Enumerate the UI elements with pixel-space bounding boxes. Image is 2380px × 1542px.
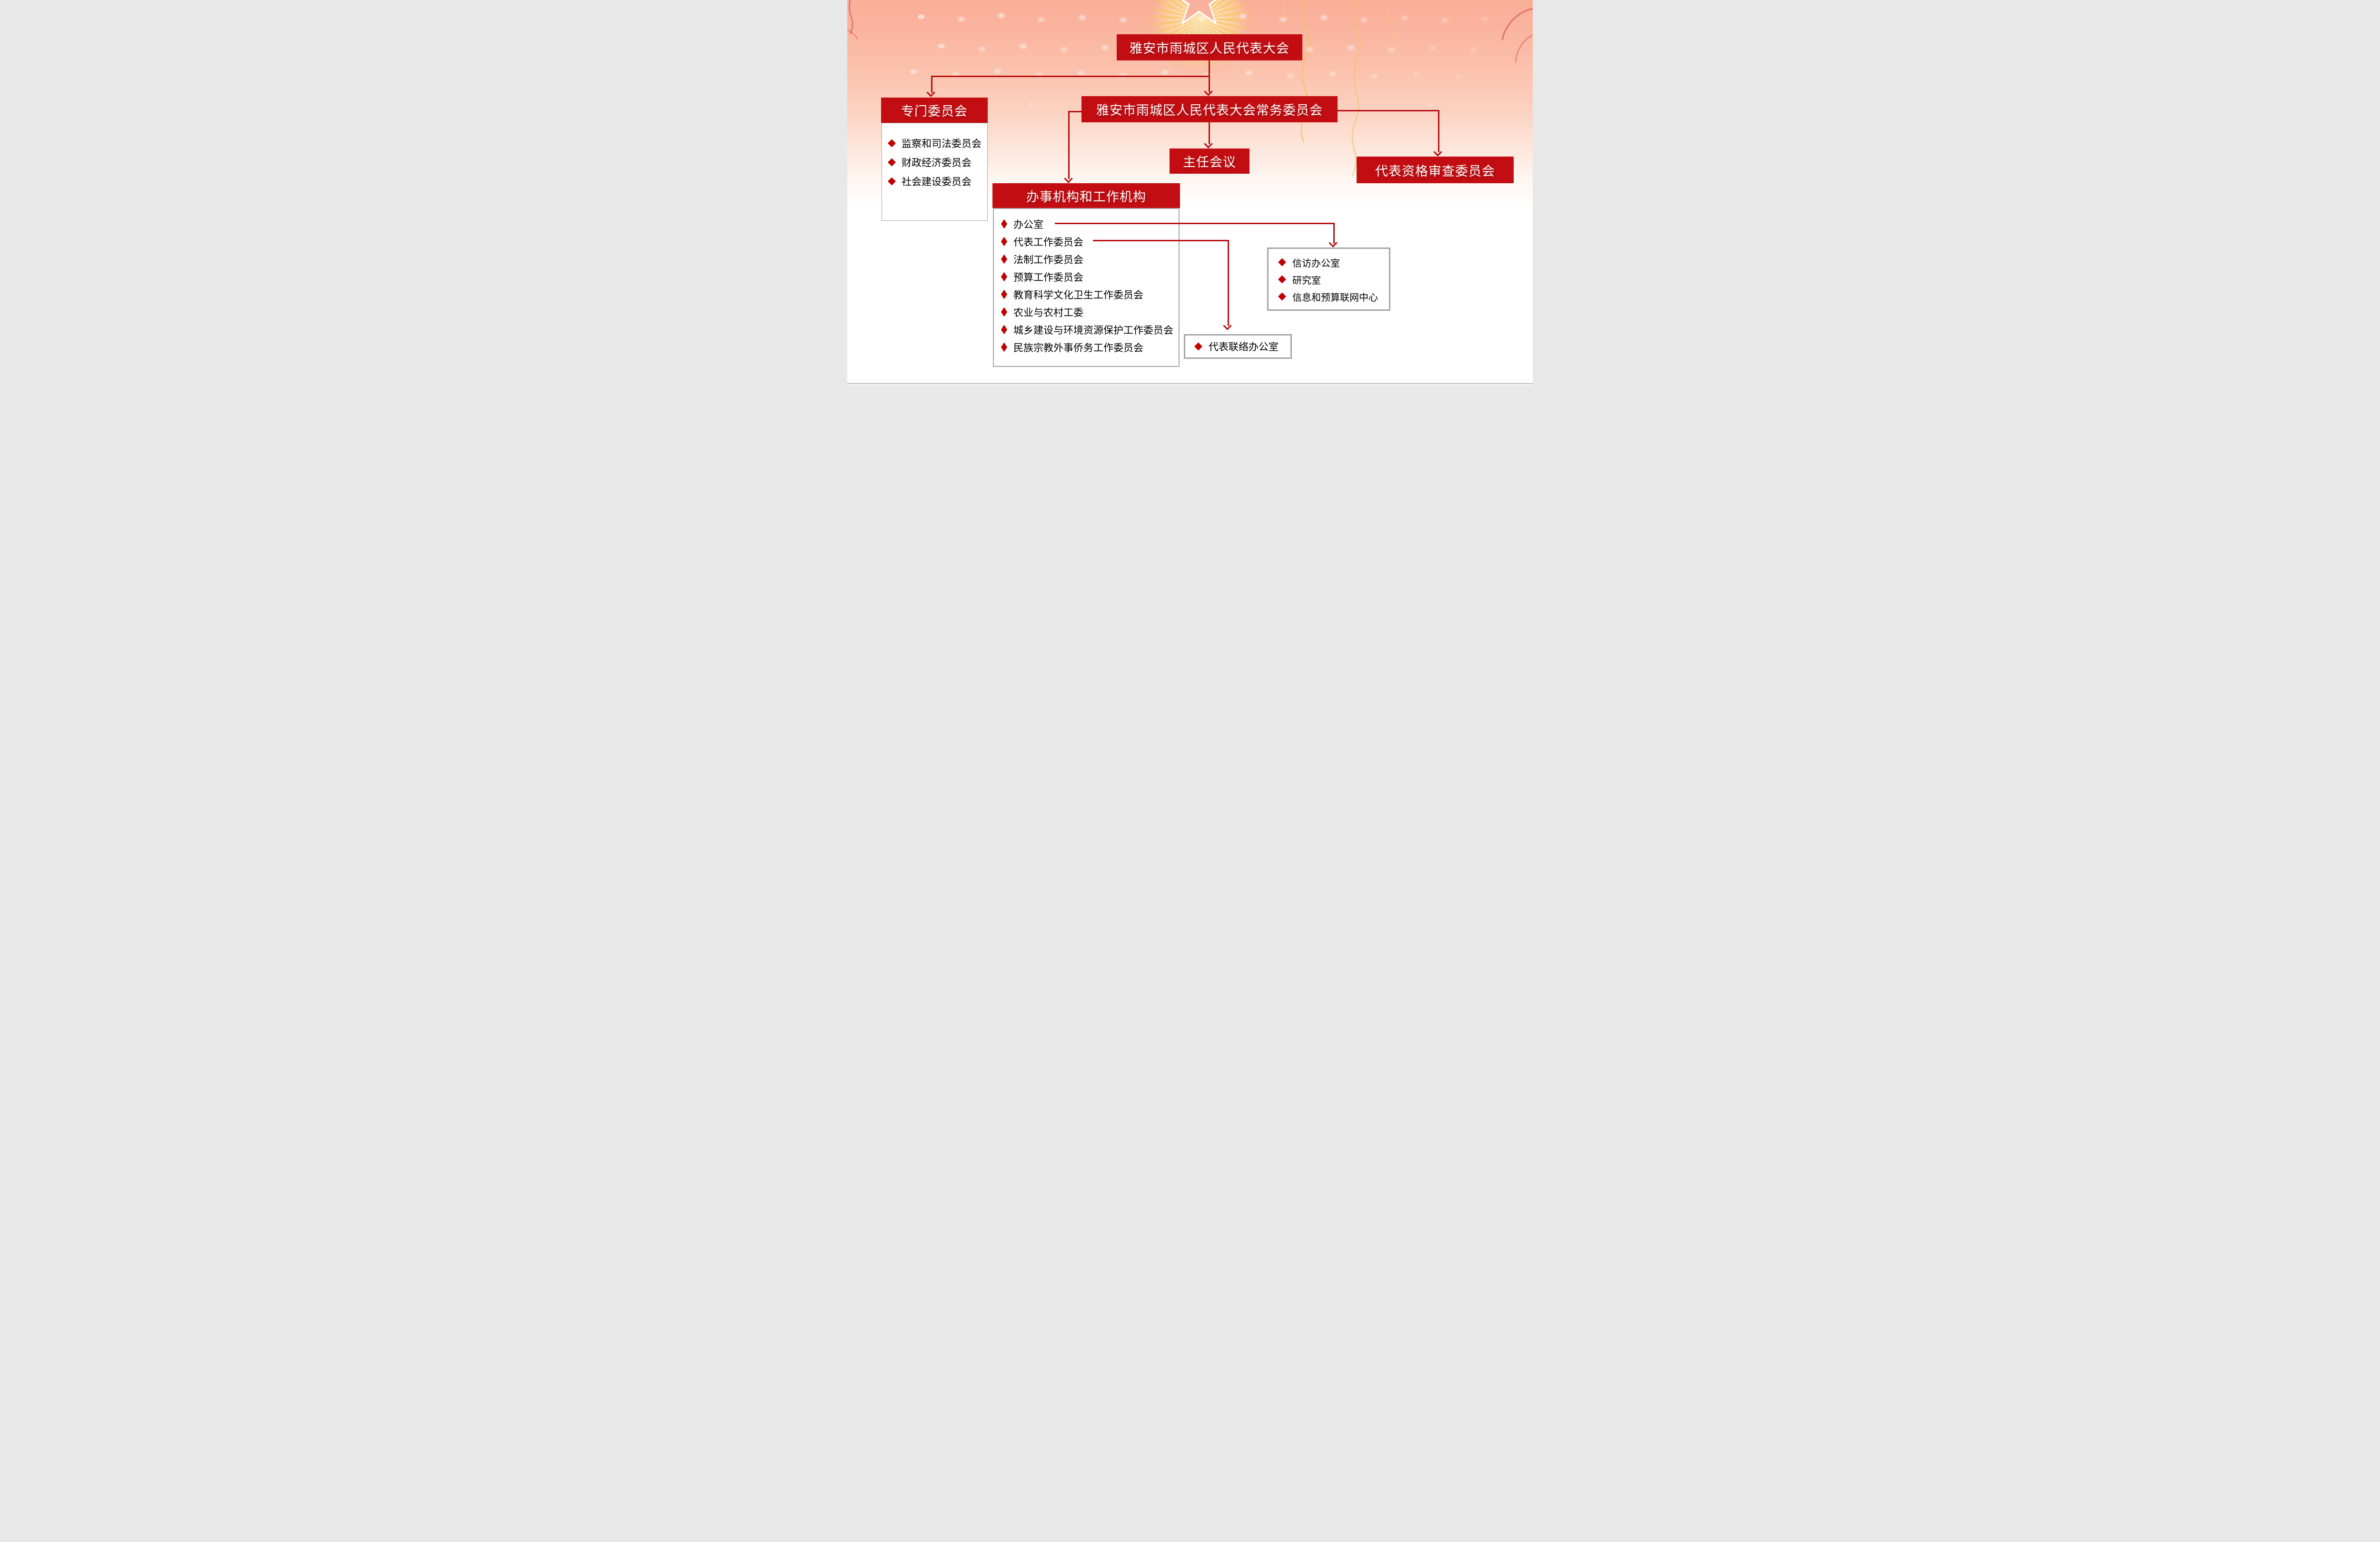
diamond-bullet-icon: [1001, 289, 1007, 299]
connector-to-working-bodies-h: [1069, 111, 1081, 112]
node-working-bodies-header: 办事机构和工作机构: [992, 183, 1180, 208]
diamond-bullet-icon: [888, 158, 896, 167]
slide-bottom-divider: [847, 383, 1533, 384]
diamond-bullet-icon: [1001, 219, 1007, 229]
list-item: 城乡建设与环境资源保护工作委员会: [994, 321, 1179, 338]
list-item: 办公室: [994, 215, 1179, 233]
diamond-bullet-icon: [1001, 307, 1007, 317]
sparkle-dots-row: [918, 14, 925, 19]
list-item: 监察和司法委员会: [882, 134, 987, 153]
connector-delegate-to-liaison-h: [1093, 240, 1229, 241]
list-item: 研究室: [1269, 271, 1389, 288]
org-chart-slide: 雅安市雨城区人民代表大会 专门委员会 雅安市雨城区人民代表大会常务委员会 主任会…: [847, 0, 1533, 386]
connector-root-horizontal: [932, 76, 1210, 77]
connector-office-to-subunits-v: [1333, 223, 1335, 244]
node-label: 雅安市雨城区人民代表大会: [1130, 41, 1289, 56]
panel-office-sub-units: 信访办公室 研究室 信息和预算联网中心: [1267, 247, 1390, 311]
diamond-bullet-icon: [1001, 272, 1007, 282]
diamond-bullet-icon: [1278, 275, 1286, 284]
list-item: 法制工作委员会: [994, 250, 1179, 268]
panel-liaison-office: 代表联络办公室: [1184, 334, 1292, 359]
connector-to-directors-meeting: [1209, 122, 1210, 144]
connector-to-qualification-v: [1438, 110, 1439, 152]
diamond-bullet-icon: [1278, 292, 1286, 301]
node-special-committees-header: 专门委员会: [881, 98, 988, 123]
panel-working-bodies: 办公室 代表工作委员会 法制工作委员会 预算工作委员会 教育科学文化卫生工作委员…: [993, 208, 1180, 367]
connector-to-working-bodies-v: [1068, 111, 1070, 179]
node-label: 主任会议: [1183, 155, 1236, 169]
diamond-bullet-icon: [888, 139, 896, 148]
connector-to-qualification-h: [1338, 110, 1439, 111]
list-item: 社会建设委员会: [882, 172, 987, 191]
working-bodies-list: 办公室 代表工作委员会 法制工作委员会 预算工作委员会 教育科学文化卫生工作委员…: [994, 209, 1179, 356]
node-peoples-congress: 雅安市雨城区人民代表大会: [1117, 34, 1302, 60]
list-item: 教育科学文化卫生工作委员会: [994, 286, 1179, 303]
list-item: 财政经济委员会: [882, 153, 987, 172]
diamond-bullet-icon: [1001, 254, 1007, 264]
diamond-bullet-icon: [1001, 237, 1007, 247]
arrow-down-icon: [1223, 321, 1232, 330]
node-directors-meeting: 主任会议: [1170, 148, 1250, 174]
diamond-bullet-icon: [1278, 258, 1286, 267]
diamond-bullet-icon: [1001, 325, 1007, 335]
list-item: 民族宗教外事侨务工作委员会: [994, 338, 1179, 356]
arrow-down-icon: [1329, 238, 1338, 247]
connector-to-special-committees: [931, 76, 932, 93]
diamond-bullet-icon: [1001, 342, 1007, 352]
node-label: 雅安市雨城区人民代表大会常务委员会: [1096, 103, 1323, 118]
list-item: 农业与农村工委: [994, 303, 1179, 321]
list-item: 信访办公室: [1269, 254, 1389, 271]
node-standing-committee: 雅安市雨城区人民代表大会常务委员会: [1081, 96, 1338, 122]
node-label: 代表资格审查委员会: [1375, 164, 1495, 178]
sparkle-dots-row: [910, 69, 917, 74]
special-committees-list: 监察和司法委员会 财政经济委员会 社会建设委员会: [882, 123, 987, 191]
diamond-bullet-icon: [888, 177, 896, 186]
list-item: 信息和预算联网中心: [1269, 288, 1389, 305]
sparkle-dots-row: [938, 44, 945, 49]
node-qualification-committee: 代表资格审查委员会: [1357, 157, 1514, 183]
list-item: 代表联络办公室: [1185, 336, 1290, 357]
node-label: 办事机构和工作机构: [1026, 189, 1146, 204]
connector-delegate-to-liaison-v: [1228, 240, 1229, 326]
office-sub-units-list: 信访办公室 研究室 信息和预算联网中心: [1269, 249, 1389, 305]
panel-special-committees: 监察和司法委员会 财政经济委员会 社会建设委员会: [882, 123, 988, 221]
node-label: 专门委员会: [901, 104, 968, 119]
connector-to-standing-committee: [1209, 77, 1210, 92]
liaison-office-list: 代表联络办公室: [1185, 336, 1290, 357]
connector-office-to-subunits-h: [1055, 223, 1335, 224]
list-item: 预算工作委员会: [994, 268, 1179, 286]
list-item: 代表工作委员会: [994, 233, 1179, 250]
diamond-bullet-icon: [1194, 342, 1202, 351]
connector-root-stem: [1209, 60, 1210, 77]
